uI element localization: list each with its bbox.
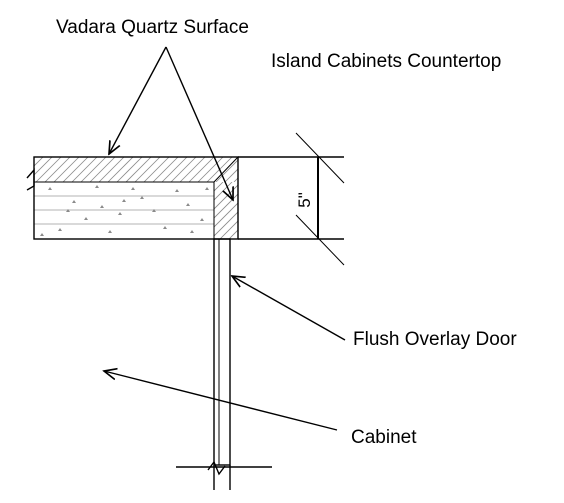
- cabinet-label: Cabinet: [351, 427, 417, 448]
- flush-overlay-door-label: Flush Overlay Door: [353, 329, 517, 350]
- thickness-dimension-label: 5": [295, 192, 314, 208]
- countertop-outline: [26, 156, 239, 240]
- substrate-layers: [34, 185, 214, 236]
- cabinet-door-panels: [176, 238, 272, 490]
- overhang-dimension: [238, 132, 345, 266]
- quartz-top-hatch: [34, 157, 238, 182]
- vadara-quartz-label: Vadara Quartz Surface: [56, 17, 249, 38]
- leader-lines: [104, 46, 346, 431]
- island-countertop-label: Island Cabinets Countertop: [271, 51, 501, 72]
